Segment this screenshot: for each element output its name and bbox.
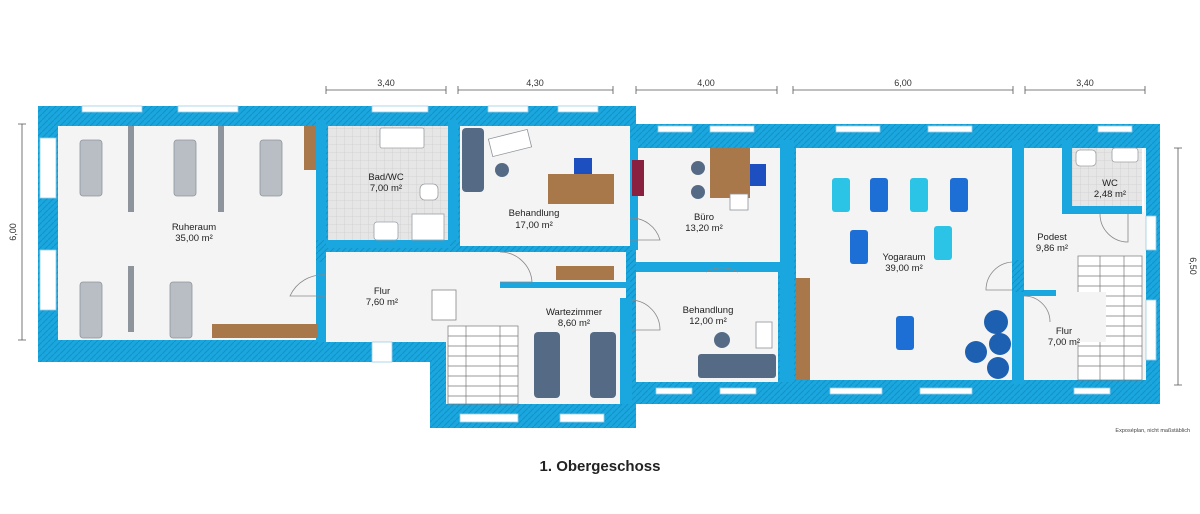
buero-furniture — [691, 148, 766, 211]
yoga-mats — [832, 178, 968, 350]
room-buero-name: Büro — [694, 212, 714, 223]
room-flur-2-area: 7,00 m² — [1048, 337, 1080, 348]
wc-toilet-icon — [1075, 149, 1097, 167]
wc-sink-icon — [1111, 147, 1139, 163]
wooden-bench — [212, 324, 318, 338]
treatment-bed-icon — [79, 139, 283, 339]
waiting-bench-icon — [590, 332, 616, 398]
lower-furniture — [534, 266, 776, 398]
staircase — [431, 255, 1143, 405]
waiting-bench-icon — [534, 332, 560, 398]
yoga-mat-icon — [850, 230, 868, 264]
dim-top-3: 4,00 — [697, 78, 715, 88]
room-podest-name: Podest — [1037, 232, 1067, 243]
shower-icon — [379, 127, 425, 149]
dim-right: 6,50 — [1188, 257, 1198, 275]
room-yogaraum-name: Yogaraum — [883, 252, 926, 263]
door-swings — [289, 213, 1129, 331]
wooden-shelf — [304, 126, 316, 170]
flur-2-landing — [1056, 292, 1106, 342]
cabinet-icon — [755, 321, 773, 349]
sink-icon — [373, 221, 399, 241]
chair-icon — [495, 163, 509, 177]
windows — [39, 105, 1157, 423]
office-chair-icon — [574, 158, 592, 174]
cabinet-icon — [729, 193, 749, 211]
bathroom-fixtures — [373, 127, 1139, 241]
dim-top-5: 3,40 — [1076, 78, 1094, 88]
room-wc-name: WC — [1102, 178, 1118, 189]
yoga-mat-icon — [910, 178, 928, 212]
room-wartezimmer-name: Wartezimmer — [546, 307, 602, 318]
room-labels: Ruheraum 35,00 m² Bad/WC 7,00 m² Behandl… — [172, 172, 1126, 348]
yoga-mat-icon — [870, 178, 888, 212]
yoga-wooden-bench — [796, 278, 810, 380]
room-flur-1-area: 7,60 m² — [366, 297, 398, 308]
plan-note: Exposéplan, nicht maßstäblich — [1115, 428, 1190, 434]
dimension-lines — [18, 86, 1182, 386]
therapy-bed-icon — [462, 128, 484, 192]
behandlung-1-furniture — [462, 128, 644, 204]
room-bad-wc-name: Bad/WC — [368, 172, 404, 183]
treatment-table-icon — [698, 354, 776, 378]
dim-left: 6,00 — [8, 223, 18, 241]
chair-icon — [691, 161, 705, 175]
ruheraum-furniture — [79, 126, 318, 339]
wooden-bench — [556, 266, 614, 280]
dim-top-1: 3,40 — [377, 78, 395, 88]
dim-top-2: 4,30 — [526, 78, 544, 88]
office-desk-icon — [710, 148, 750, 198]
stool-icon — [714, 332, 730, 348]
yoga-mat-icon — [832, 178, 850, 212]
room-yogaraum-area: 39,00 m² — [885, 263, 923, 274]
yoga-mat-icon — [896, 316, 914, 350]
room-podest-area: 9,86 m² — [1036, 243, 1068, 254]
toilet-icon — [419, 183, 439, 201]
dim-top-4: 6,00 — [894, 78, 912, 88]
room-wartezimmer-area: 8,60 m² — [558, 318, 590, 329]
yoga-mat-icon — [950, 178, 968, 212]
room-buero-area: 13,20 m² — [685, 223, 723, 234]
shelf-icon — [632, 160, 644, 196]
bathtub-icon — [411, 213, 445, 241]
wooden-desk-icon — [548, 174, 614, 204]
stool-icon — [128, 126, 224, 332]
floor-title: 1. Obergeschoss — [539, 458, 661, 475]
room-behandlung-2-area: 12,00 m² — [689, 316, 727, 327]
room-bad-wc-area: 7,00 m² — [370, 183, 402, 194]
office-chair-icon — [750, 164, 766, 186]
room-ruheraum-area: 35,00 m² — [175, 233, 213, 244]
room-wc-area: 2,48 m² — [1094, 189, 1126, 200]
room-behandlung-1-area: 17,00 m² — [515, 220, 553, 231]
chair-icon — [691, 185, 705, 199]
desk-icon — [487, 128, 533, 158]
room-behandlung-1-name: Behandlung — [509, 208, 560, 219]
room-flur-1-name: Flur — [374, 286, 390, 297]
yoga-mat-icon — [934, 226, 952, 260]
meditation-cushions — [965, 310, 1011, 379]
room-flur-2-name: Flur — [1056, 326, 1072, 337]
room-behandlung-2-name: Behandlung — [683, 305, 734, 316]
room-ruheraum-name: Ruheraum — [172, 222, 216, 233]
